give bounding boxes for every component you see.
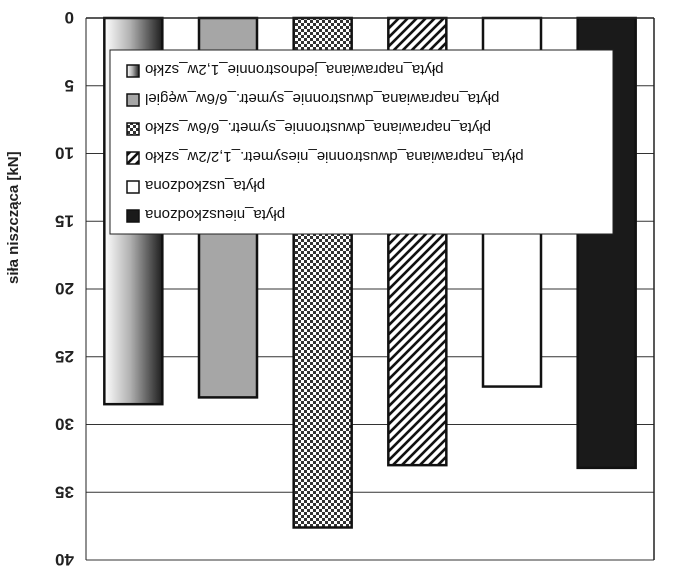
legend-box — [109, 49, 614, 235]
y-tick-label: 25 — [55, 347, 74, 366]
legend: płyta_nieuszkodzona płyta_uszkodzona płyta… — [109, 49, 614, 235]
y-tick-label: 5 — [65, 76, 74, 95]
legend-swatch — [126, 122, 140, 136]
legend-label: płyta_nieuszkodzona — [144, 206, 285, 223]
y-tick-label: 40 — [55, 550, 74, 569]
legend-label: płyta_naprawiana_dwustronnie_niesymetr._… — [145, 148, 524, 165]
y-tick-label: 10 — [55, 144, 74, 163]
y-tick-labels: 0 5 10 15 20 25 30 35 40 — [55, 8, 74, 569]
legend-label: płyta_naprawiana_dwustronnie_symetr._6/6… — [145, 90, 499, 107]
y-tick-label: 35 — [55, 482, 74, 501]
legend-swatch — [126, 64, 140, 78]
legend-label: płyta_uszkodzona — [144, 177, 265, 194]
plot-frame — [85, 17, 655, 560]
y-tick-label: 15 — [55, 211, 74, 230]
legend-swatch — [126, 151, 140, 165]
legend-swatch — [126, 209, 140, 223]
legend-label: płyta_naprawiana_jednostronnie_1,2w_szkł… — [145, 61, 444, 78]
y-tick-label: 0 — [65, 8, 74, 27]
legend-swatch — [126, 180, 140, 194]
legend-label: płyta_naprawiana_dwustronnie_symetr._6/6… — [145, 119, 491, 136]
y-axis-title: siła niszcząca [kN] — [5, 151, 22, 284]
y-tick-label: 20 — [55, 279, 74, 298]
y-tick-label: 30 — [55, 415, 74, 434]
legend-swatch — [126, 93, 140, 107]
